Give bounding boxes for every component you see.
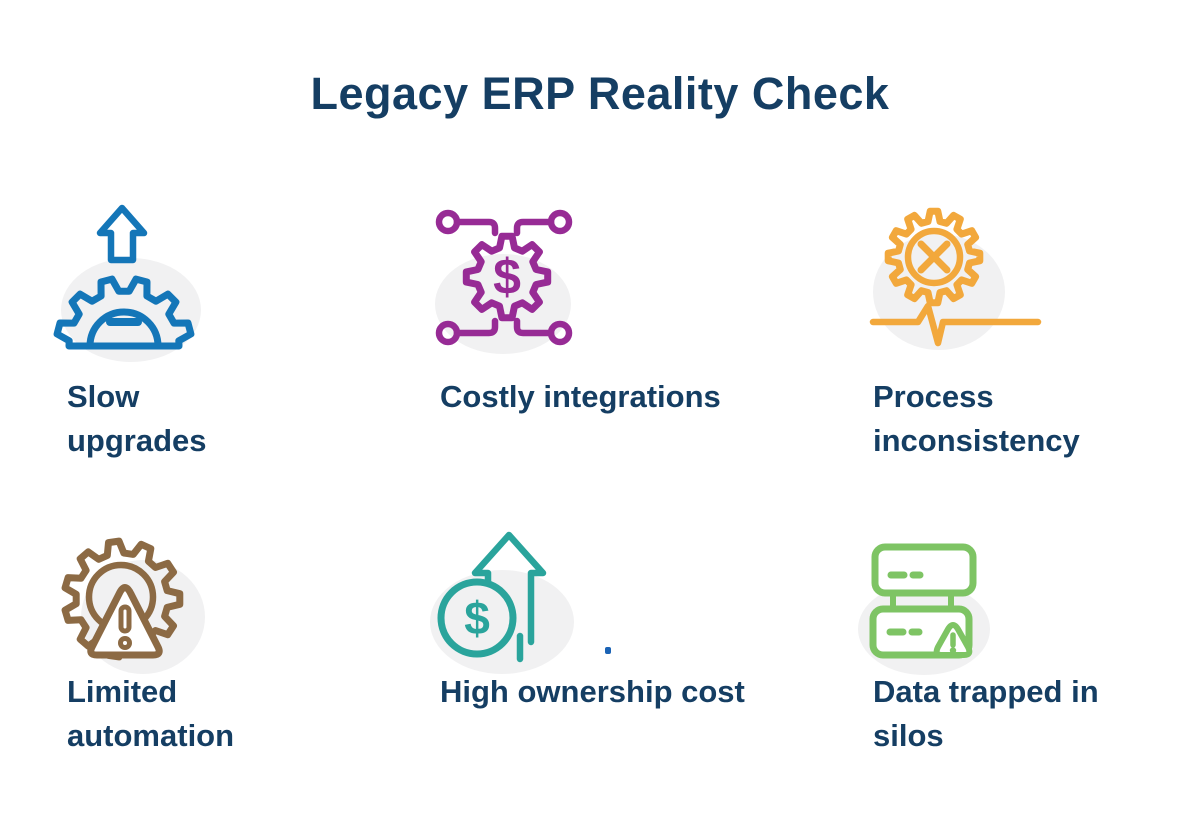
dollar-coin-up-arrow-icon: $ <box>430 531 574 674</box>
dollar-gear-network-icon: $ <box>435 209 573 354</box>
item-label: Process inconsistency <box>873 379 1080 458</box>
gear-cross-pulse-icon <box>869 207 1042 350</box>
gear-warning-icon <box>61 537 205 674</box>
item-label: Limited automation <box>67 674 235 753</box>
item-limited-automation: Limited automation <box>55 525 395 825</box>
stray-dot <box>605 647 611 654</box>
page-title: Legacy ERP Reality Check <box>310 68 890 119</box>
item-process-inconsistency: Process inconsistency <box>855 188 1195 488</box>
item-label: Costly integrations <box>440 379 721 414</box>
item-label: High ownership cost <box>440 674 745 709</box>
svg-text:$: $ <box>464 592 490 644</box>
item-high-ownership-cost: $ High ownership cost <box>425 520 765 820</box>
svg-text:$: $ <box>493 249 521 305</box>
server-stack-warning-icon <box>858 543 990 675</box>
item-label: Data trapped in silos <box>873 674 1099 753</box>
item-slow-upgrades: Slow upgrades <box>53 188 395 488</box>
item-label: Slow upgrades <box>67 379 207 458</box>
item-data-trapped-in-silos: Data trapped in silos <box>858 525 1200 825</box>
speedometer-up-arrow-icon <box>53 204 201 362</box>
item-costly-integrations: $ Costly integrations <box>425 188 765 488</box>
